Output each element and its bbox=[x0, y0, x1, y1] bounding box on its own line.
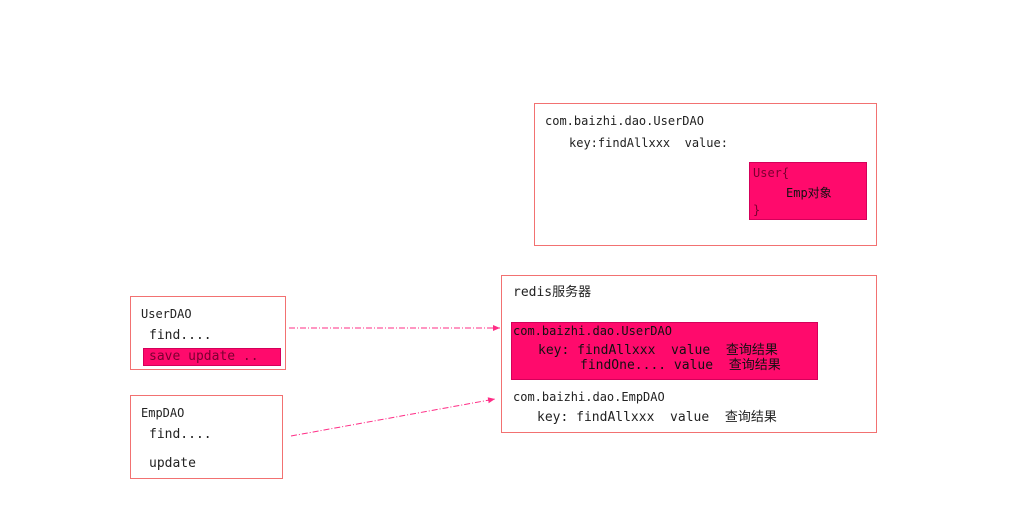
redis-server-box: redis服务器 com.baizhi.dao.UserDAO key: fin… bbox=[501, 275, 877, 433]
value-close: } bbox=[753, 203, 761, 217]
cache-value-box: User{ Emp对象 } bbox=[749, 162, 867, 220]
redis-userdao-class: com.baizhi.dao.UserDAO bbox=[513, 324, 672, 338]
cache-key-line: key:findAllxxx value: bbox=[569, 136, 728, 150]
redis-userdao-line2: findOne.... value 查询结果 bbox=[580, 358, 781, 373]
redis-userdao-line1: key: findAllxxx value 查询结果 bbox=[538, 343, 778, 358]
empdao-title: EmpDAO bbox=[141, 406, 185, 420]
userdao-cache-box: com.baizhi.dao.UserDAO key:findAllxxx va… bbox=[534, 103, 877, 246]
redis-empdao-line1: key: findAllxxx value 查询结果 bbox=[537, 410, 777, 425]
redis-title: redis服务器 bbox=[513, 285, 592, 300]
empdao-box: EmpDAO find.... update bbox=[130, 395, 283, 479]
redis-userdao-section: com.baizhi.dao.UserDAO key: findAllxxx v… bbox=[511, 322, 818, 380]
userdao-box: UserDAO find.... save update .. bbox=[130, 296, 286, 370]
cache-class-name: com.baizhi.dao.UserDAO bbox=[545, 114, 704, 128]
arrow-empdao-to-redis bbox=[290, 397, 496, 437]
redis-empdao-class: com.baizhi.dao.EmpDAO bbox=[513, 390, 665, 404]
userdao-save-highlight: save update .. bbox=[143, 348, 281, 366]
empdao-update: update bbox=[149, 456, 196, 471]
userdao-find: find.... bbox=[149, 328, 212, 343]
empdao-find: find.... bbox=[149, 427, 212, 442]
value-inner: Emp对象 bbox=[786, 186, 832, 200]
userdao-save: save update .. bbox=[149, 349, 259, 364]
userdao-title: UserDAO bbox=[141, 307, 192, 321]
value-open: User{ bbox=[753, 166, 790, 180]
